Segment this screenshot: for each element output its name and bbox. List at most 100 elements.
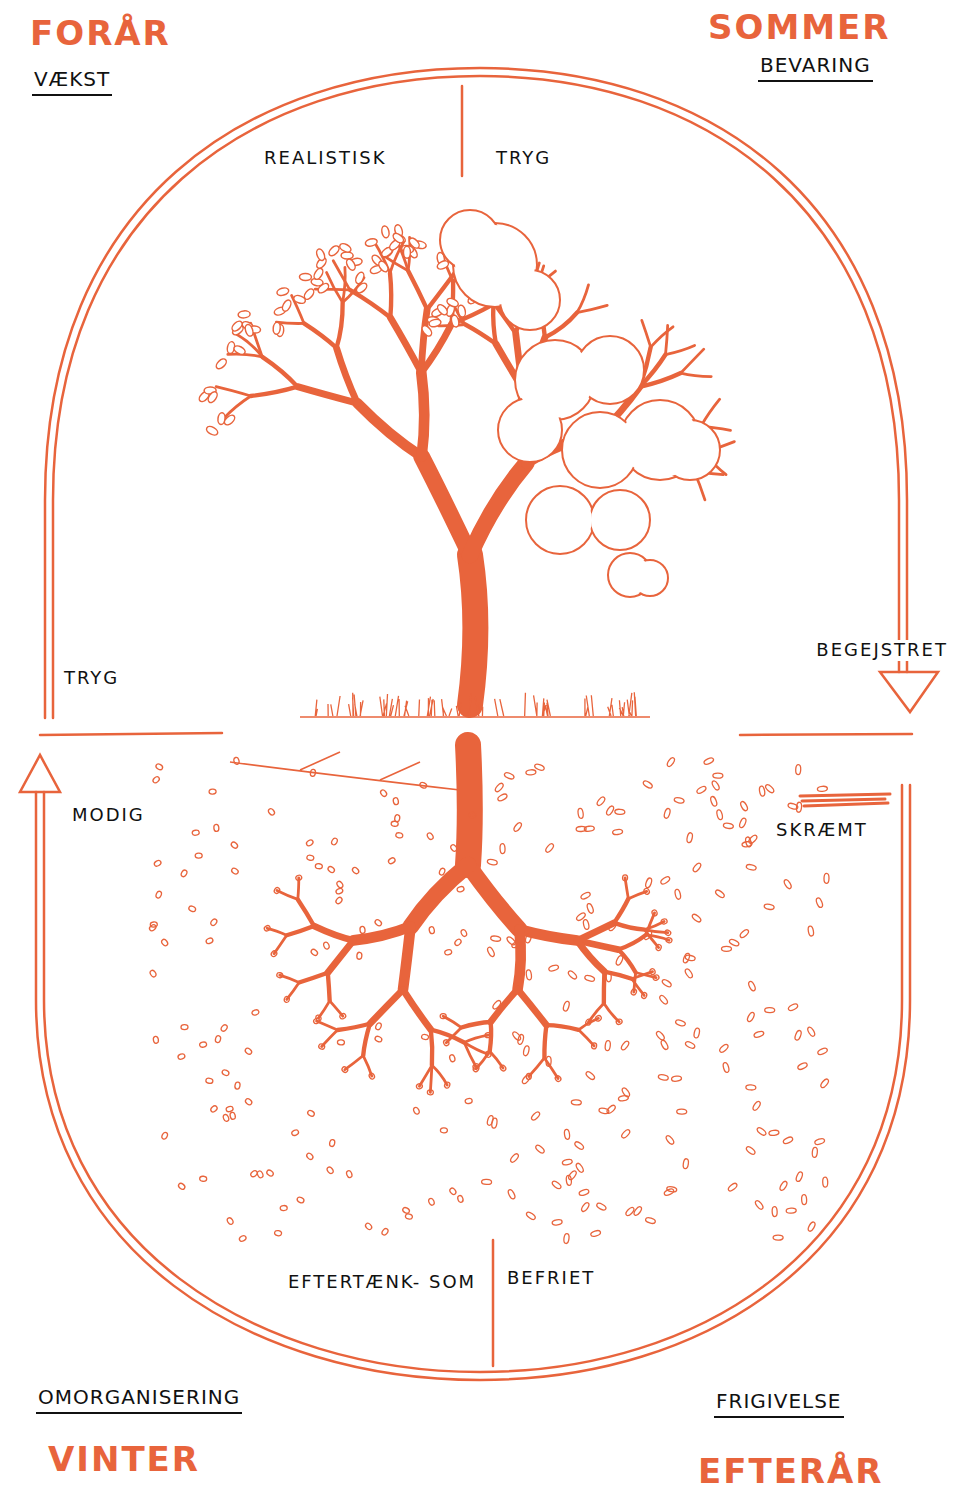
falling-leaf: [718, 1043, 729, 1053]
falling-leaf: [244, 1047, 253, 1055]
falling-leaf: [267, 808, 275, 817]
falling-leaf: [256, 1170, 264, 1178]
tree-branch: [408, 271, 427, 310]
falling-leaf: [722, 1062, 730, 1073]
falling-leaf: [764, 903, 775, 910]
falling-leaf: [270, 950, 278, 958]
falling-leaf: [675, 1019, 686, 1027]
falling-leaf: [351, 866, 360, 874]
leaf: [365, 238, 378, 248]
bottom-arc: [36, 785, 910, 1380]
leaf: [230, 319, 243, 332]
falling-leaf: [615, 809, 625, 815]
falling-leaf: [525, 1211, 536, 1221]
falling-leaf: [817, 786, 827, 792]
falling-leaf: [511, 940, 522, 948]
falling-leaf: [274, 1230, 282, 1236]
falling-leaf: [161, 938, 169, 947]
tree-branch: [618, 935, 645, 949]
falling-leaf: [787, 802, 798, 810]
falling-leaf: [606, 972, 611, 982]
falling-leaf: [526, 769, 536, 775]
divider-line: [740, 734, 912, 735]
falling-leaf: [545, 843, 555, 854]
falling-leaf: [563, 1233, 569, 1244]
season-title: FORÅR: [28, 14, 173, 53]
falling-leaf: [661, 918, 668, 924]
tree-branch: [390, 318, 421, 373]
leaf: [420, 324, 433, 338]
leaf: [233, 344, 247, 356]
falling-leaf: [817, 1047, 828, 1056]
falling-leaf: [440, 1128, 447, 1133]
falling-leaf: [221, 1069, 229, 1076]
falling-leaf: [795, 765, 800, 775]
falling-leaf: [336, 880, 344, 889]
falling-leaf: [651, 909, 658, 916]
falling-leaf: [739, 928, 750, 938]
falling-leaf: [500, 843, 505, 853]
falling-leaf: [759, 786, 766, 797]
falling-leaf: [772, 1206, 777, 1216]
falling-leaf: [310, 769, 316, 777]
falling-leaf: [457, 886, 465, 893]
falling-leaf: [335, 887, 343, 894]
tree-branch: [438, 324, 465, 325]
tree-branch: [642, 320, 651, 347]
falling-leaf: [691, 913, 702, 923]
falling-leaf: [280, 1205, 287, 1210]
falling-leaf: [745, 1145, 756, 1155]
falling-leaf: [807, 1026, 816, 1037]
foliage-fill: [500, 400, 560, 460]
falling-leaf: [521, 1074, 531, 1085]
falling-leaf: [692, 862, 702, 873]
tree-branch: [701, 399, 720, 426]
tree-branch: [614, 923, 644, 930]
falling-leaf: [535, 1144, 546, 1154]
falling-leaf: [525, 932, 533, 943]
foliage-fill: [502, 272, 558, 328]
falling-leaf: [661, 978, 672, 988]
falling-leaf: [671, 1076, 682, 1082]
leaf: [436, 303, 449, 317]
tree-branch: [350, 290, 390, 318]
falling-leaf: [443, 1039, 450, 1047]
falling-leaf: [786, 1208, 796, 1214]
falling-leaf: [497, 793, 508, 802]
falling-leaf: [596, 796, 606, 807]
falling-leaf: [721, 946, 731, 951]
falling-leaf: [574, 1141, 585, 1151]
leaf: [273, 322, 281, 335]
falling-leaf: [199, 1041, 207, 1047]
foliage-fill: [662, 422, 718, 478]
foliage-fill: [578, 338, 642, 402]
falling-leaf: [612, 829, 623, 835]
falling-leaf: [797, 1062, 808, 1071]
falling-leaf: [685, 954, 696, 961]
falling-leaf: [548, 964, 559, 972]
falling-leaf: [511, 1031, 521, 1042]
falling-leaf: [315, 1014, 322, 1021]
falling-leaf: [658, 1074, 669, 1081]
tree-branch: [470, 555, 475, 705]
falling-leaf: [703, 757, 714, 766]
bottom-arc-inner: [44, 785, 902, 1372]
falling-leaf: [642, 780, 653, 790]
leaf: [345, 258, 357, 272]
tree-branch: [518, 929, 521, 989]
leaf: [428, 318, 441, 328]
tree-branch: [421, 324, 451, 373]
falling-leaf: [263, 925, 271, 932]
falling-leaf: [596, 1202, 607, 1211]
bare-branch: [230, 752, 460, 790]
tree-branch: [464, 1042, 476, 1066]
leaf: [446, 297, 460, 308]
falling-leaf: [814, 1138, 825, 1146]
tree-branch: [304, 323, 337, 347]
feeling-word: SKRÆMT: [774, 820, 870, 841]
falling-leaf: [210, 918, 218, 927]
tree-branch: [337, 302, 343, 347]
leaf: [338, 242, 352, 254]
falling-leaf: [746, 864, 757, 871]
falling-leaf: [454, 938, 463, 946]
